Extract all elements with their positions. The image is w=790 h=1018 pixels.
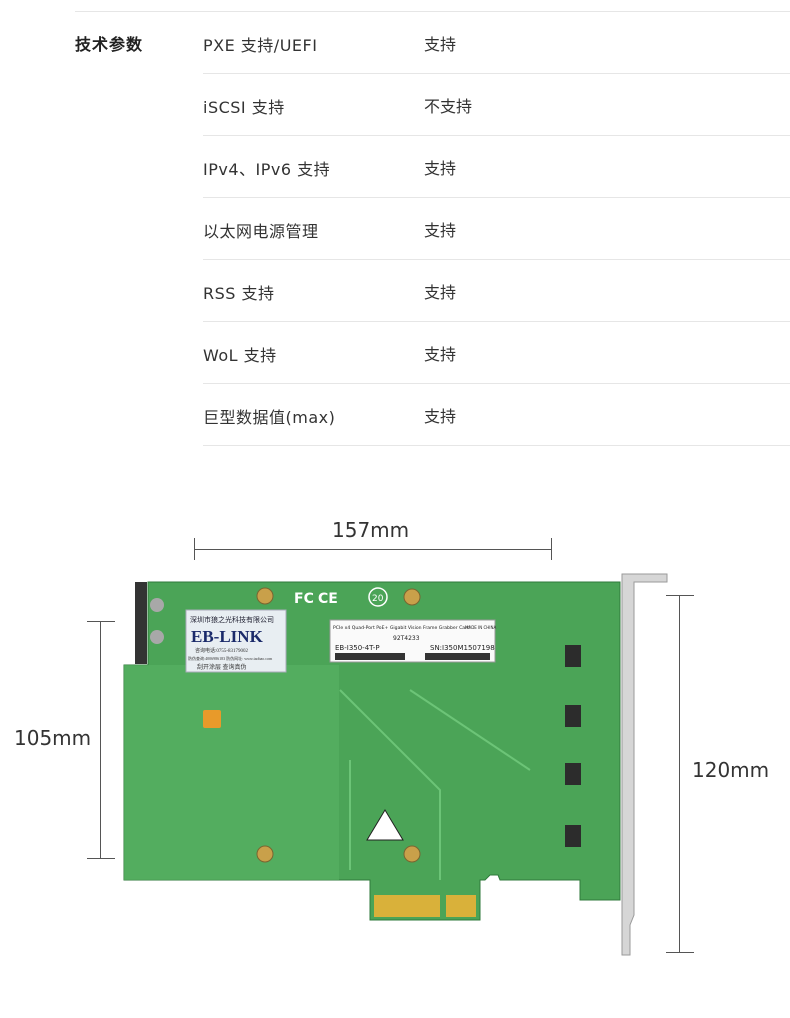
spec-row: WoL 支持 支持 xyxy=(203,322,790,384)
bracket-dimension-line xyxy=(679,595,680,953)
spec-name: RSS 支持 xyxy=(203,284,275,303)
made-in-label: MADE IN CHINA xyxy=(465,625,496,630)
spec-value: 不支持 xyxy=(424,97,473,116)
spec-name: iSCSI 支持 xyxy=(203,98,285,117)
divider xyxy=(75,11,790,12)
spec-value: 支持 xyxy=(424,159,457,178)
fc-mark: FC xyxy=(294,591,314,607)
brand-phone: 咨询电话:0755-83179002 xyxy=(195,647,249,654)
height-dimension-label: 105mm xyxy=(14,726,92,750)
section-title: 技术参数 xyxy=(75,35,144,54)
brand-name: EB-LINK xyxy=(191,627,264,646)
spec-value: 支持 xyxy=(424,283,457,302)
product-label: PCIe x4 Quad-Port PoE+ Gigabit Vision Fr… xyxy=(329,619,496,663)
barcode-right xyxy=(425,653,490,660)
bracket-dimension-tick-bottom xyxy=(666,952,694,953)
spec-name: WoL 支持 xyxy=(203,346,277,365)
brand-footer: 刮开涂层 查询真伪 xyxy=(197,663,247,671)
bracket-dimension-tick-top xyxy=(666,595,694,596)
spec-value: 支持 xyxy=(424,407,457,426)
width-dimension-line xyxy=(194,549,552,550)
batch-code: 92T4233 xyxy=(393,635,420,642)
product-description: PCIe x4 Quad-Port PoE+ Gigabit Vision Fr… xyxy=(333,625,470,631)
spec-row: PXE 支持/UEFI 支持 xyxy=(203,12,790,74)
spec-name: 巨型数据值(max) xyxy=(203,408,336,427)
spec-name: PXE 支持/UEFI xyxy=(203,36,318,55)
spec-name: IPv4、IPv6 支持 xyxy=(203,160,331,179)
height-dimension-tick-bottom xyxy=(87,858,115,859)
width-dimension-label: 157mm xyxy=(332,518,410,542)
spec-value: 支持 xyxy=(424,35,457,54)
width-dimension-tick-right xyxy=(551,538,552,560)
spec-table: PXE 支持/UEFI 支持 iSCSI 支持 不支持 IPv4、IPv6 支持… xyxy=(203,12,790,446)
spec-value: 支持 xyxy=(424,221,457,240)
spec-row: iSCSI 支持 不支持 xyxy=(203,74,790,136)
ce-mark: CE xyxy=(318,591,338,607)
height-dimension-tick-top xyxy=(87,621,115,622)
esd-warning-icon xyxy=(366,809,404,841)
model-number: EB-I350-4T-P xyxy=(335,644,380,652)
spec-value: 支持 xyxy=(424,345,457,364)
network-card-image: FC CE 20 深圳市狼之光科技有限公司 EB-LINK 咨询电话:0755-… xyxy=(123,573,668,956)
spec-name: 以太网电源管理 xyxy=(203,222,319,241)
rohs-mark: 20 xyxy=(372,594,384,604)
height-dimension-line xyxy=(100,621,101,859)
serial-number: SN:I350M1507198 xyxy=(430,644,495,652)
rohs-icon xyxy=(368,587,388,607)
spec-row: IPv4、IPv6 支持 支持 xyxy=(203,136,790,198)
brand-sticker: 深圳市狼之光科技有限公司 EB-LINK 咨询电话:0755-83179002 … xyxy=(185,609,287,673)
spec-row: 以太网电源管理 支持 xyxy=(203,198,790,260)
spec-row: RSS 支持 支持 xyxy=(203,260,790,322)
bracket-dimension-label: 120mm xyxy=(692,758,770,782)
barcode-left xyxy=(335,653,405,660)
brand-website: 防伪查询:4006986183 防伪网址: www.taobao.com xyxy=(188,655,273,661)
spec-section: 技术参数 PXE 支持/UEFI 支持 iSCSI 支持 不支持 IPv4、IP… xyxy=(0,0,790,450)
brand-company: 深圳市狼之光科技有限公司 xyxy=(190,615,274,624)
width-dimension-tick-left xyxy=(194,538,195,560)
spec-row: 巨型数据值(max) 支持 xyxy=(203,384,790,446)
